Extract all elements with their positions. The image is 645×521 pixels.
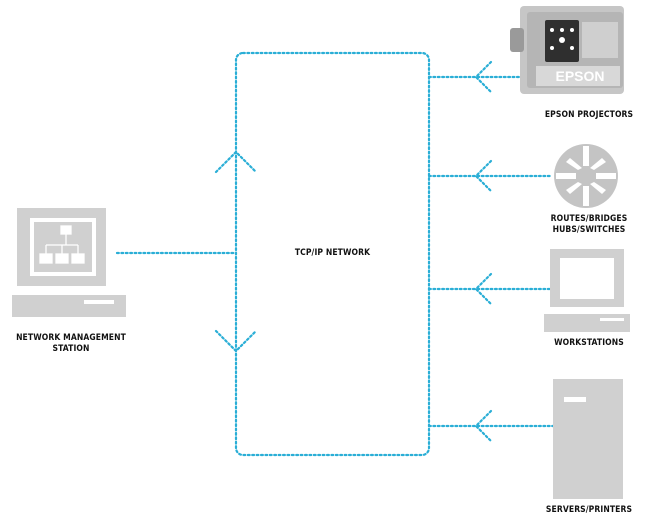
epson-projector-icon: EPSON xyxy=(510,6,624,94)
workstation-icon xyxy=(544,249,630,332)
device-connectors xyxy=(115,60,555,443)
epson-brand-text: EPSON xyxy=(555,68,604,84)
up-arrow xyxy=(214,150,258,174)
down-arrow xyxy=(214,329,258,353)
management-station-label: NETWORK MANAGEMENT STATION xyxy=(16,333,126,354)
server-icon xyxy=(553,379,623,499)
router-icon xyxy=(554,144,618,208)
workstations-label: WORKSTATIONS xyxy=(554,338,624,348)
management-station-icon xyxy=(12,208,126,317)
routers-label: ROUTES/BRIDGES HUBS/SWITCHES xyxy=(550,214,628,235)
servers-printers-label: SERVERS/PRINTERS xyxy=(545,505,633,515)
tcp-ip-network-label: TCP/IP NETWORK xyxy=(294,248,371,258)
epson-projectors-label: EPSON PROJECTORS xyxy=(544,110,634,120)
